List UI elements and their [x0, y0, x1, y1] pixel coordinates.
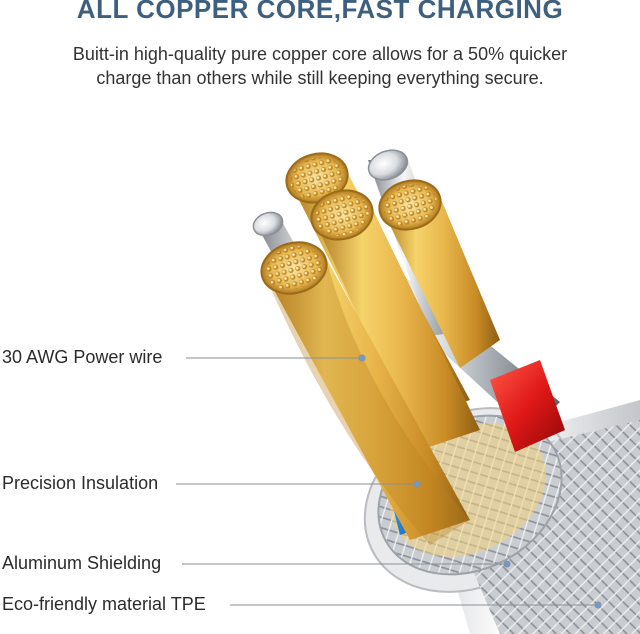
description-line-1: Buitt-in high-quality pure copper core a…: [72, 44, 568, 64]
callout-dot: [413, 480, 421, 488]
callout-tpe: Eco-friendly material TPE: [2, 594, 206, 615]
page-description: Buitt-in high-quality pure copper core a…: [0, 42, 640, 90]
callout-dot: [594, 601, 602, 609]
callout-power-wire: 30 AWG Power wire: [2, 347, 163, 368]
description-line-2: charge than others while still keeping e…: [96, 68, 544, 88]
copper-power-wires: [260, 152, 500, 545]
callout-dot: [358, 354, 366, 362]
callout-shielding: Aluminum Shielding: [2, 553, 162, 574]
callout-leaders: [176, 354, 602, 609]
callout-dot: [503, 560, 511, 568]
page-title: ALL COPPER CORE,FAST CHARGING: [76, 0, 564, 24]
callout-insulation: Precision Insulation: [2, 473, 159, 494]
